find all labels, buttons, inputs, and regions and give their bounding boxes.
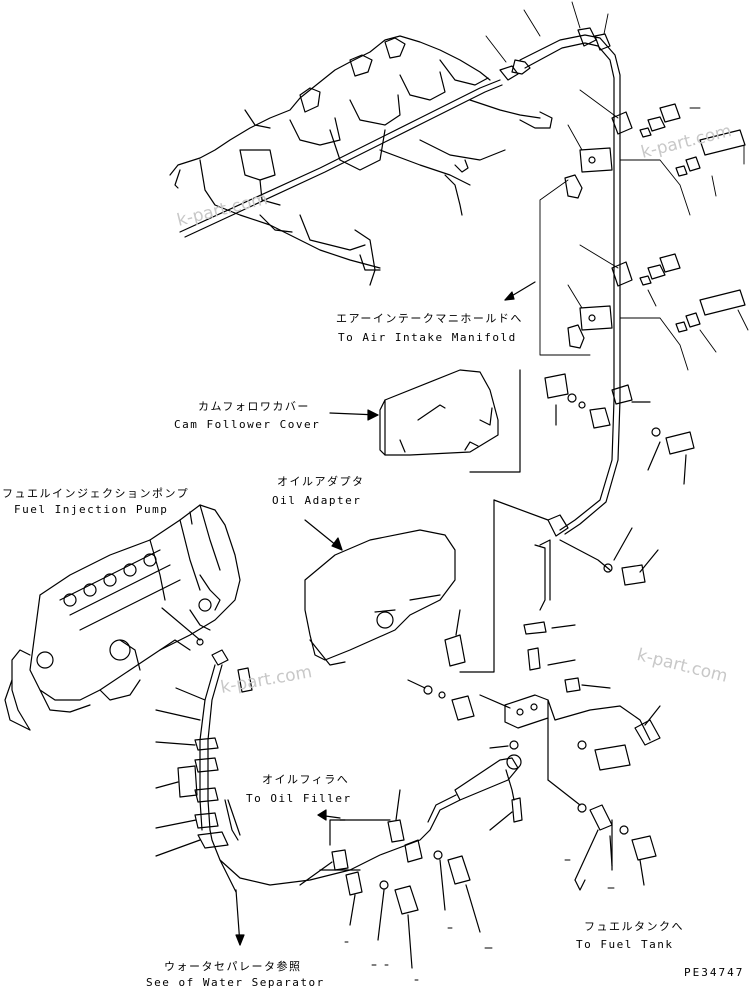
fuel-pump-label-en: Fuel Injection Pump [14,503,169,516]
dash-marks [344,859,615,981]
cam-cover-label-jp: カムフォロワカバー [198,400,310,413]
clamp-bracket-1 [564,111,633,199]
arrow-air-intake [504,281,536,301]
air-intake-label-en: To Air Intake Manifold [338,331,517,344]
distribution-block [479,621,661,806]
air-intake-label-jp: エアーインテークマニホールドへ [336,312,523,325]
fuel-tank-line [574,803,657,891]
cylinder-head-outline [169,35,553,286]
cam-cover-label-en: Cam Follower Cover [174,418,321,431]
leader-lines-upper [485,1,749,371]
drawing-code: PE34747 [684,966,745,979]
bolts-upper-right [639,103,746,333]
cam-cover-bracket [469,369,695,485]
clamps-lower [299,789,481,969]
breather-hose-top [519,27,621,401]
water-separator-label-en: See of Water Separator [146,976,325,989]
hose-to-oil-filler [209,754,523,886]
oil-filler-label-jp: オイルフィラへ [262,773,350,786]
breather-pipe [179,59,531,238]
oil-filler-label-en: To Oil Filler [246,792,352,805]
water-separator-hose [155,649,253,946]
oil-adapter-label-en: Oil Adapter [272,494,362,507]
cam-follower-cover [329,369,499,456]
fuel-tank-label-en: To Fuel Tank [576,938,674,951]
adapter-bracket [407,609,475,721]
hose-mid [459,399,659,673]
clamp-bracket-2 [567,261,633,349]
oil-adapter [304,519,456,666]
fuel-pump-label-jp: フュエルインジェクションポンプ [2,487,190,500]
fuel-injection-pump [4,504,241,731]
fuel-tank-label-jp: フュエルタンクへ [584,920,684,933]
water-separator-label-jp: ウォータセパレータ参照 [164,960,302,973]
oil-adapter-label-jp: オイルアダプタ [277,475,365,488]
